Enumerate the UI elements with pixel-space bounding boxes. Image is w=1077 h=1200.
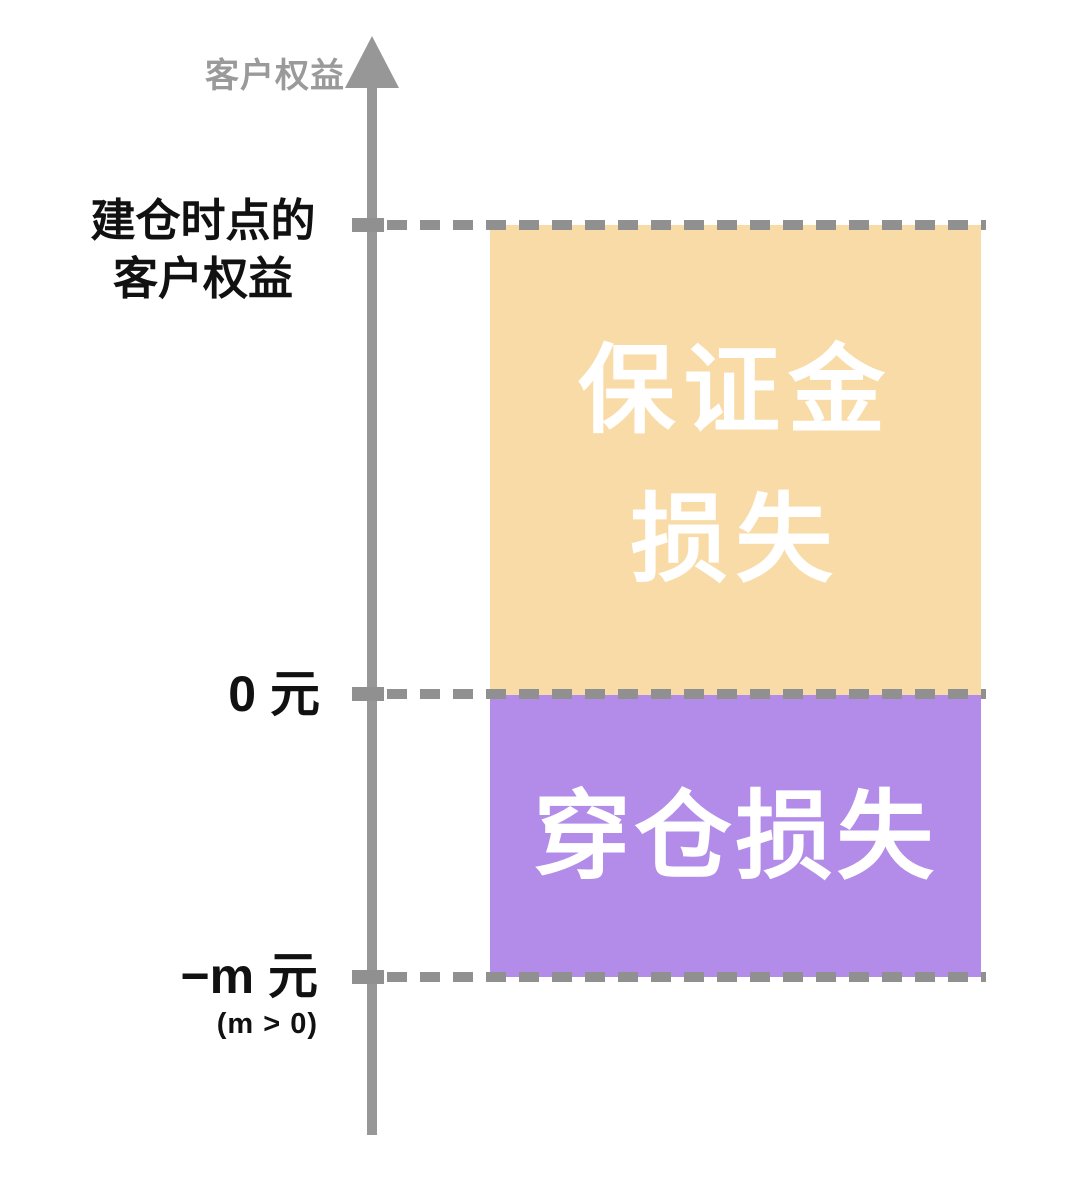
axis-tick-negative-m <box>352 970 384 984</box>
axis-title: 客户权益 <box>205 57 345 95</box>
negative-m-level-label: −m 元 (m > 0) <box>98 949 318 1041</box>
axis-tick-zero <box>352 687 384 701</box>
zero-level-label: 0 元 <box>228 666 320 722</box>
open-equity-level-label-line2: 客户权益 <box>112 252 293 304</box>
negative-m-level-label-main: −m 元 <box>180 948 318 1004</box>
open-equity-level-label-line1: 建仓时点的 <box>90 195 316 246</box>
margin-loss-label-line2: 损失 <box>630 485 841 594</box>
negative-m-level-label-condition: (m > 0) <box>216 1008 318 1040</box>
penetration-loss-label: 穿仓损失 <box>533 781 938 891</box>
dashed-line-zero <box>354 689 986 699</box>
dashed-line-open-equity <box>354 220 986 230</box>
axis-line <box>367 84 377 1135</box>
margin-loss-block: 保证金 损失 <box>490 225 981 695</box>
dashed-line-negative-m <box>354 972 986 982</box>
axis-tick-open-equity <box>352 218 384 232</box>
penetration-loss-block: 穿仓损失 <box>490 695 981 977</box>
axis-arrow-up-icon <box>345 36 399 88</box>
open-equity-level-label: 建仓时点的 客户权益 <box>63 192 343 307</box>
margin-loss-label-line1: 保证金 <box>578 336 893 445</box>
